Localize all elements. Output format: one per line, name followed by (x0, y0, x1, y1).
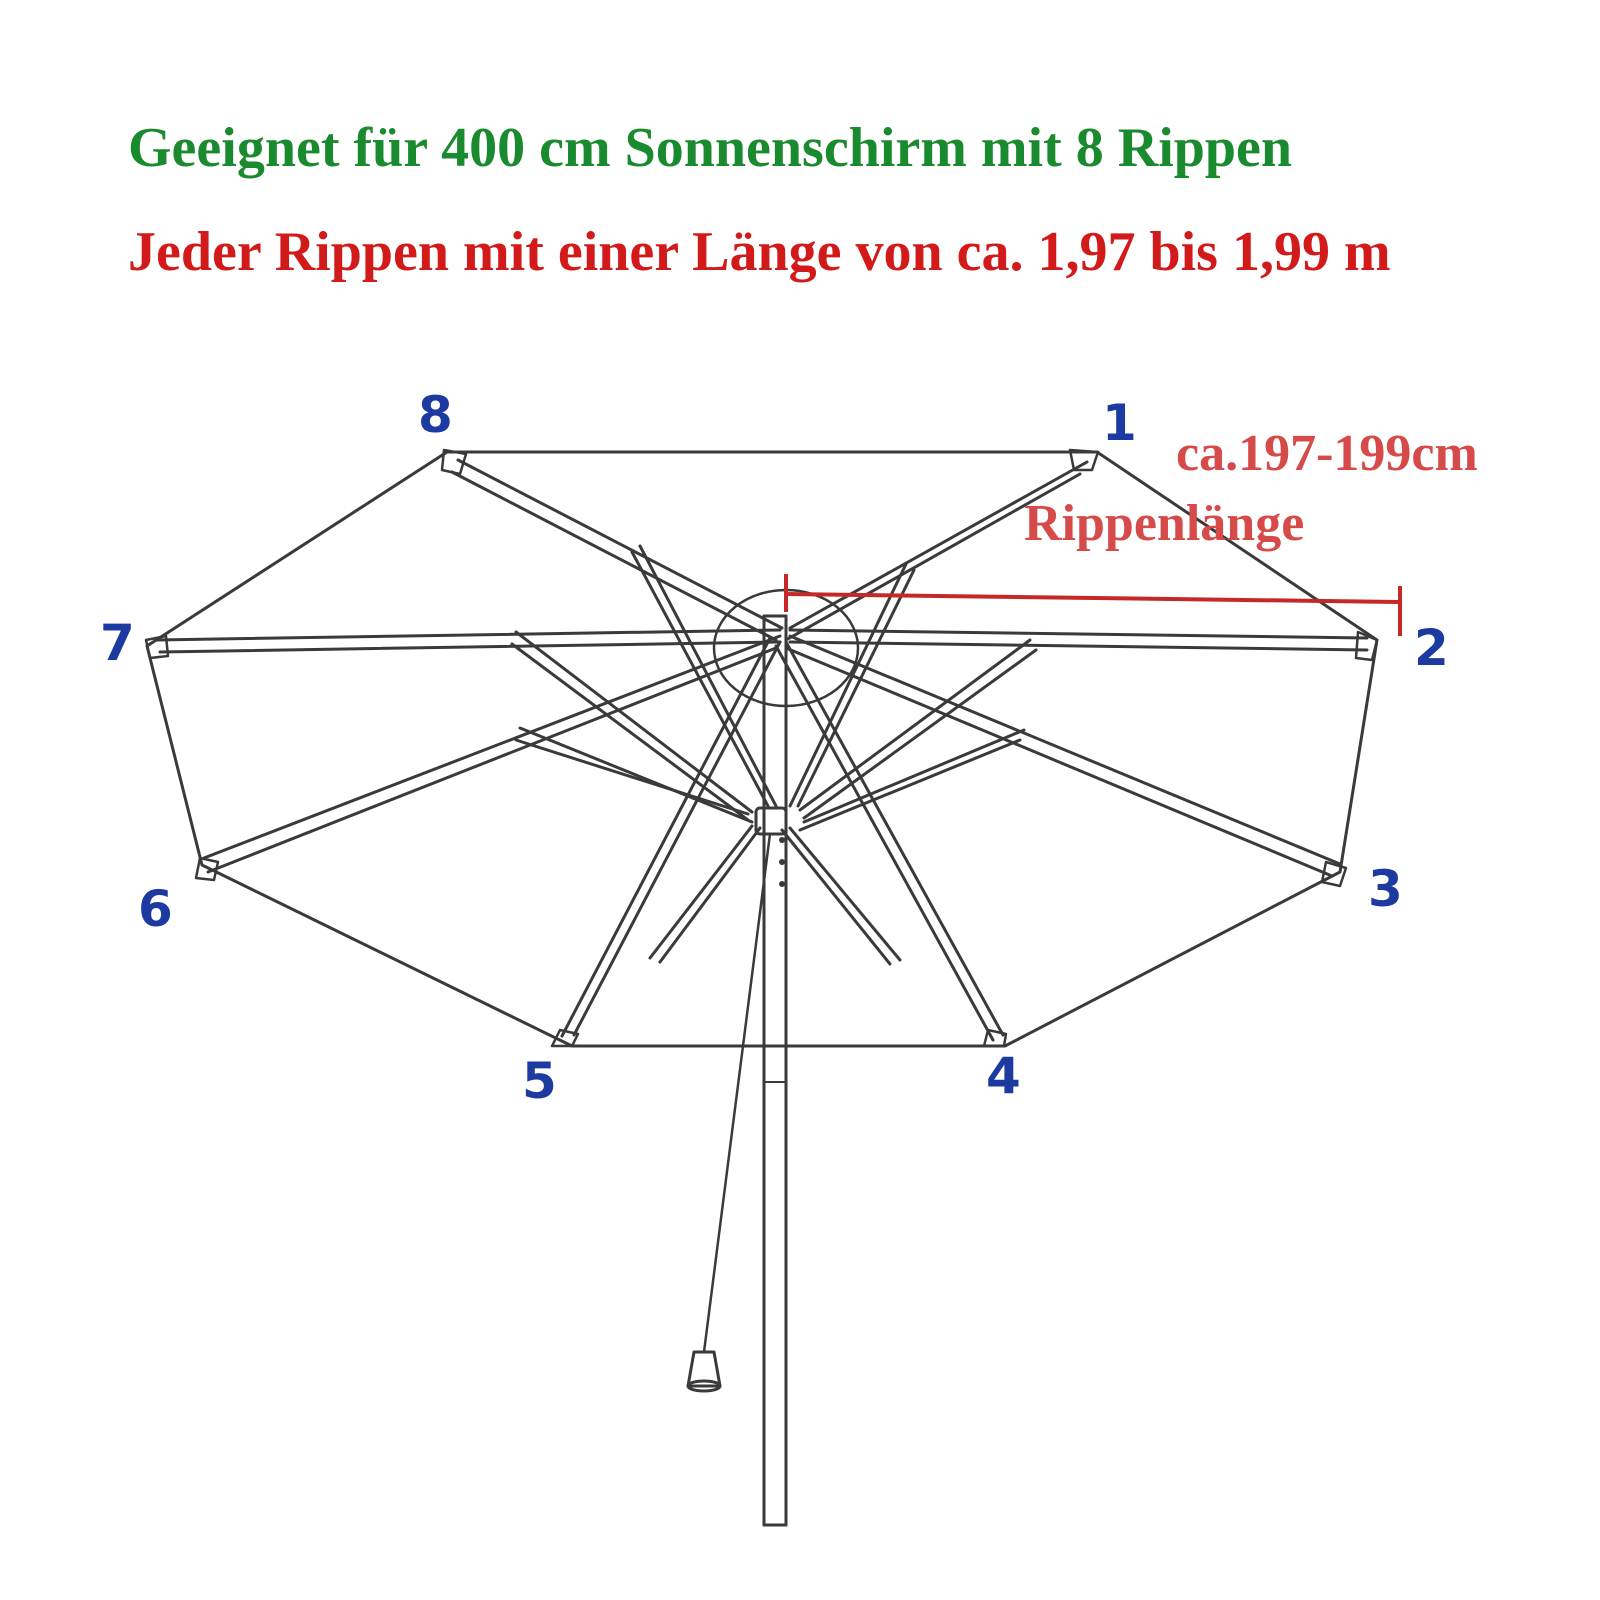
rib-tip-2 (1354, 630, 1379, 662)
rib-tip-5 (550, 1028, 580, 1048)
rib-number-7: 7 (100, 614, 135, 672)
rib-length-headline: Jeder Rippen mit einer Länge von ca. 1,9… (128, 221, 1391, 283)
measurement-label: Rippenlänge (1024, 495, 1304, 552)
rib-6 (202, 634, 782, 874)
rib-number-4: 4 (986, 1047, 1021, 1105)
rib-5 (560, 636, 782, 1038)
rib-tip-8 (440, 448, 468, 476)
rib-3 (784, 634, 1342, 878)
cord-weight-base (686, 1379, 722, 1393)
rib-4 (774, 640, 1005, 1042)
rib-tip-7 (144, 634, 170, 660)
rib-number-2: 2 (1414, 619, 1449, 677)
rib-number-6: 6 (138, 880, 173, 938)
rib-length-measure (784, 574, 1402, 636)
rib-2 (788, 628, 1369, 652)
rib-tip-4 (982, 1028, 1008, 1048)
suitability-headline: Geeignet für 400 cm Sonnenschirm mit 8 R… (128, 117, 1293, 179)
rib-1 (784, 460, 1089, 642)
rib-number-5: 5 (522, 1052, 557, 1110)
rib-tip-6 (194, 856, 220, 882)
rib-tip-1 (1068, 448, 1100, 472)
measurement-value: ca.197-199cm (1176, 425, 1478, 482)
pole (762, 614, 788, 1527)
stretchers (510, 544, 1038, 966)
rib-number-1: 1 (1102, 394, 1137, 452)
pull-cord (702, 832, 772, 1354)
rib-8 (450, 458, 784, 642)
rib-number-8: 8 (418, 386, 453, 444)
pole-holes (779, 837, 785, 887)
rib-tip-3 (1320, 860, 1348, 888)
rib-number-3: 3 (1368, 860, 1403, 918)
rib-tips (144, 448, 1379, 1048)
main-ribs (154, 458, 1369, 1042)
